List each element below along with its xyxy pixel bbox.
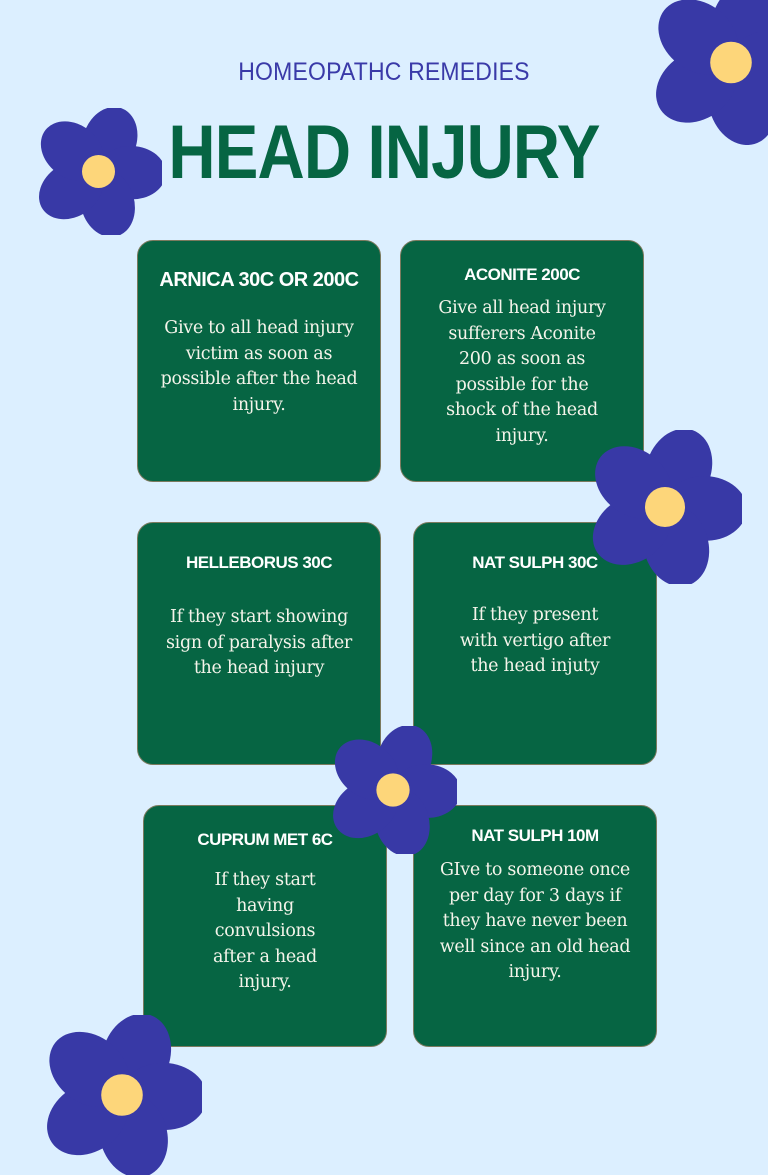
page-subtitle: HOMEOPATHC REMEDIES <box>238 58 530 86</box>
page-title: HEAD INJURY <box>168 110 600 195</box>
flower-icon-center <box>329 726 457 854</box>
flower-icon-middle-right <box>588 430 742 584</box>
remedy-description: If they start showing sign of paralysis … <box>166 607 352 678</box>
remedy-description: Give to all head injury victim as soon a… <box>160 318 358 415</box>
remedy-description: If they present with vertigo after the h… <box>459 605 611 676</box>
remedy-name: NAT SULPH 10M <box>471 826 599 845</box>
remedy-description: GIve to someone once per day for 3 days … <box>439 860 631 982</box>
remedy-card-cuprum-met: CUPRUM MET 6C If they start having convu… <box>143 805 387 1047</box>
remedy-name: NAT SULPH 30C <box>472 553 598 572</box>
remedy-description: If they start having convulsions after a… <box>213 870 317 992</box>
remedy-card-aconite: ACONITE 200C Give all head injury suffer… <box>400 240 644 482</box>
remedy-name: CUPRUM MET 6C <box>197 830 333 849</box>
remedy-name: ARNICA 30C OR 200C <box>159 269 359 291</box>
flower-icon-bottom-left <box>42 1015 202 1175</box>
remedy-description: Give all head injury sufferers Aconite 2… <box>438 298 606 446</box>
remedy-card-helleborus: HELLEBORUS 30C If they start showing sig… <box>137 522 381 765</box>
remedy-name: ACONITE 200C <box>464 265 580 284</box>
remedy-card-arnica: ARNICA 30C OR 200C Give to all head inju… <box>137 240 381 482</box>
remedy-name: HELLEBORUS 30C <box>185 553 333 572</box>
remedy-card-nat-sulph-10m: NAT SULPH 10M GIve to someone once per d… <box>413 805 657 1047</box>
